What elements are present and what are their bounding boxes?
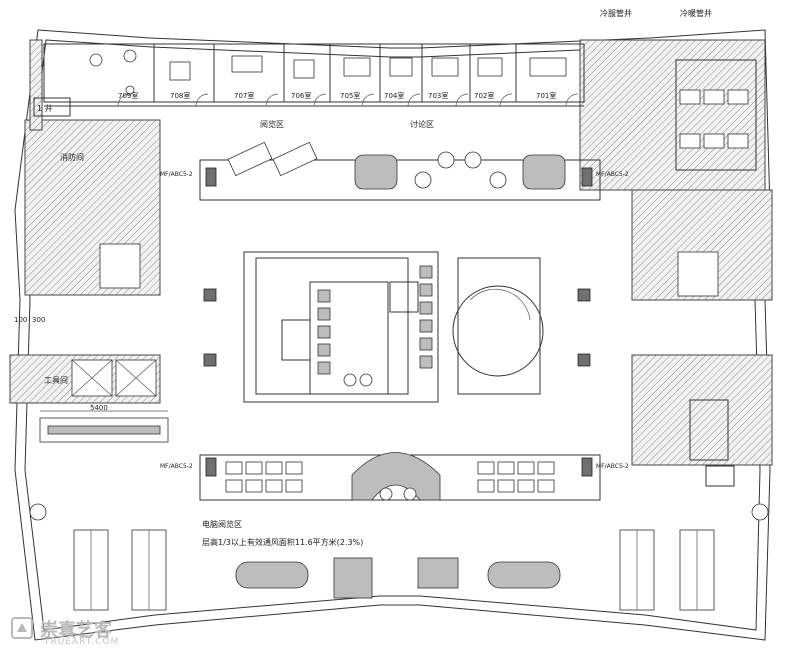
building-outline	[14, 29, 771, 641]
label-tool-room: 工具间	[44, 376, 68, 385]
label-room-706: 706室	[291, 91, 311, 100]
label-room-703: 703室	[428, 91, 448, 100]
label-discussion-area: 讨论区	[410, 119, 434, 129]
right-utility-rooms	[675, 59, 757, 487]
elevator-boxes	[71, 243, 719, 397]
label-fire-door-right-bottom: MF/ABC5-2	[596, 463, 629, 470]
shaft-box	[33, 97, 71, 117]
label-fire-door-left-bottom: MF/ABC5-2	[160, 463, 193, 470]
label-shaft: 1 井	[37, 103, 53, 113]
lounge-furniture	[199, 141, 601, 201]
label-computer-area: 电脑阅览区	[202, 519, 242, 529]
plan-labels: 冷服管井 冷暖管井 709室 708室 707室 706室 705室 704室 …	[14, 8, 712, 547]
label-reading-area: 阅览区	[260, 119, 284, 129]
label-fire-door-right-top: MF/ABC5-2	[596, 171, 629, 178]
label-freight-shaft: 冷服管井	[600, 8, 632, 18]
watermark-subtext: TRUEART.COM	[44, 637, 120, 647]
watermark-logo-icon	[11, 617, 33, 639]
study-tables	[29, 503, 769, 611]
label-dim-5400: 5400	[90, 404, 108, 412]
watermark-text: 崇真艺客	[40, 620, 112, 641]
wall-hatching	[9, 39, 773, 466]
label-room-704: 704室	[384, 91, 404, 100]
computer-area-furniture	[199, 452, 601, 501]
label-dim-300: 300	[32, 316, 45, 324]
label-fire-room: 消防间	[60, 152, 84, 162]
long-table	[39, 410, 169, 443]
label-fire-door-left-top: MF/ABC5-2	[160, 171, 193, 178]
label-dim-100: 100	[14, 316, 27, 324]
label-room-708: 708室	[170, 91, 190, 100]
office-rooms	[43, 43, 585, 107]
label-room-702: 702室	[474, 91, 494, 100]
label-room-709: 709室	[118, 91, 138, 100]
central-atrium	[243, 251, 544, 403]
label-room-701: 701室	[536, 91, 556, 100]
label-room-707: 707室	[234, 91, 254, 100]
label-room-705: 705室	[340, 91, 360, 100]
columns	[203, 167, 593, 477]
label-ventilation-note: 层高1/3以上有效通风面积11.6平方米(2.3%)	[202, 537, 363, 547]
label-cold-shaft: 冷暖管井	[680, 8, 712, 18]
